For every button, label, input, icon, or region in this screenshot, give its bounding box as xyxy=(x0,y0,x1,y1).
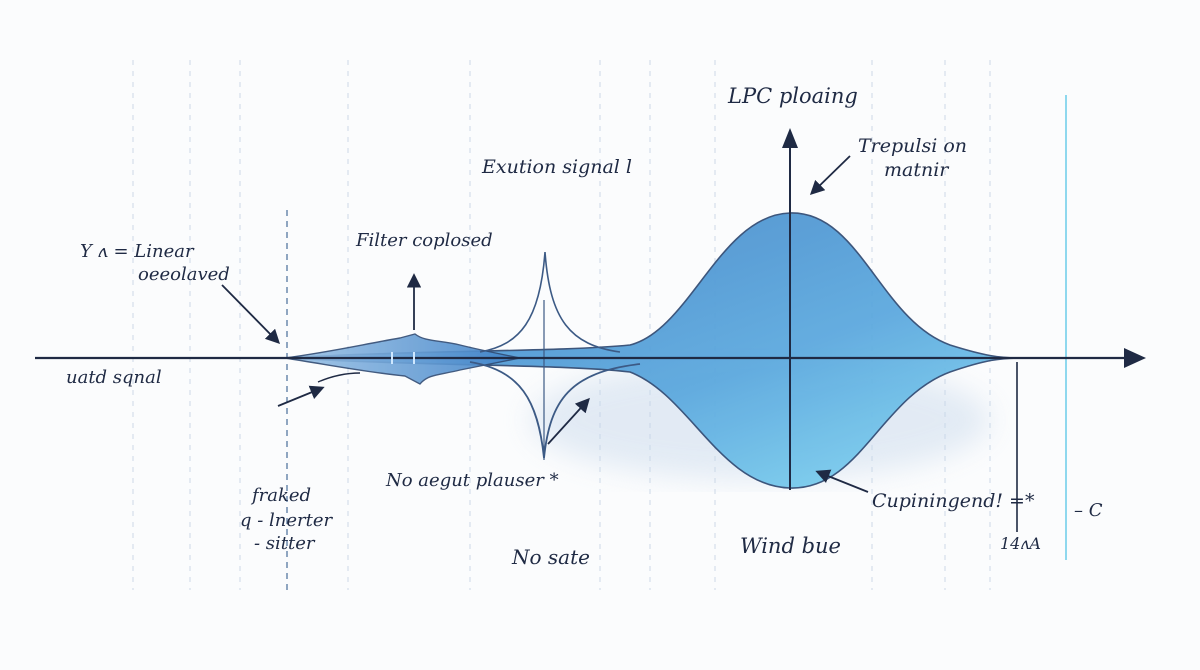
linear-label-line1: Y ʌ = Linear xyxy=(80,241,195,262)
input-signal-label: uatd sqnal xyxy=(66,367,162,388)
input-curve-hint xyxy=(317,372,361,383)
faked-label-line2: q - lnerter xyxy=(240,510,334,531)
lpc-axis-arrowhead xyxy=(782,128,798,148)
lpc-label: LPC ploaing xyxy=(727,84,858,108)
filter-markers xyxy=(391,352,415,364)
filter-label: Filter coplosed xyxy=(355,230,493,251)
output-point-label: No aegut plauser * xyxy=(385,470,559,491)
arrow-impulse xyxy=(809,155,851,196)
wind-label: Wind bue xyxy=(740,534,841,558)
arrow-linear xyxy=(221,284,281,345)
time-axis-arrowhead xyxy=(1124,348,1146,368)
right-c-label: – C xyxy=(1074,500,1103,521)
impulse-label-line1: Trepulsi on xyxy=(858,135,967,157)
coupling-label: Cupiningend! =* xyxy=(872,490,1035,512)
arrow-output xyxy=(547,397,590,445)
impulse-label-line2: matnir xyxy=(884,159,950,181)
linear-label-line2: oeeolaved xyxy=(138,264,230,285)
right-a-label: 14ʌA xyxy=(1000,534,1041,553)
excitation-spike-top xyxy=(479,251,621,353)
arrow-coupling xyxy=(815,469,869,493)
arrow-input xyxy=(277,385,325,407)
no-state-label: No sate xyxy=(511,545,590,569)
excitation-label: Exution signal l xyxy=(481,156,632,178)
faked-label-line1: fraked xyxy=(250,485,311,506)
faked-label-line3: - sitter xyxy=(254,533,316,554)
